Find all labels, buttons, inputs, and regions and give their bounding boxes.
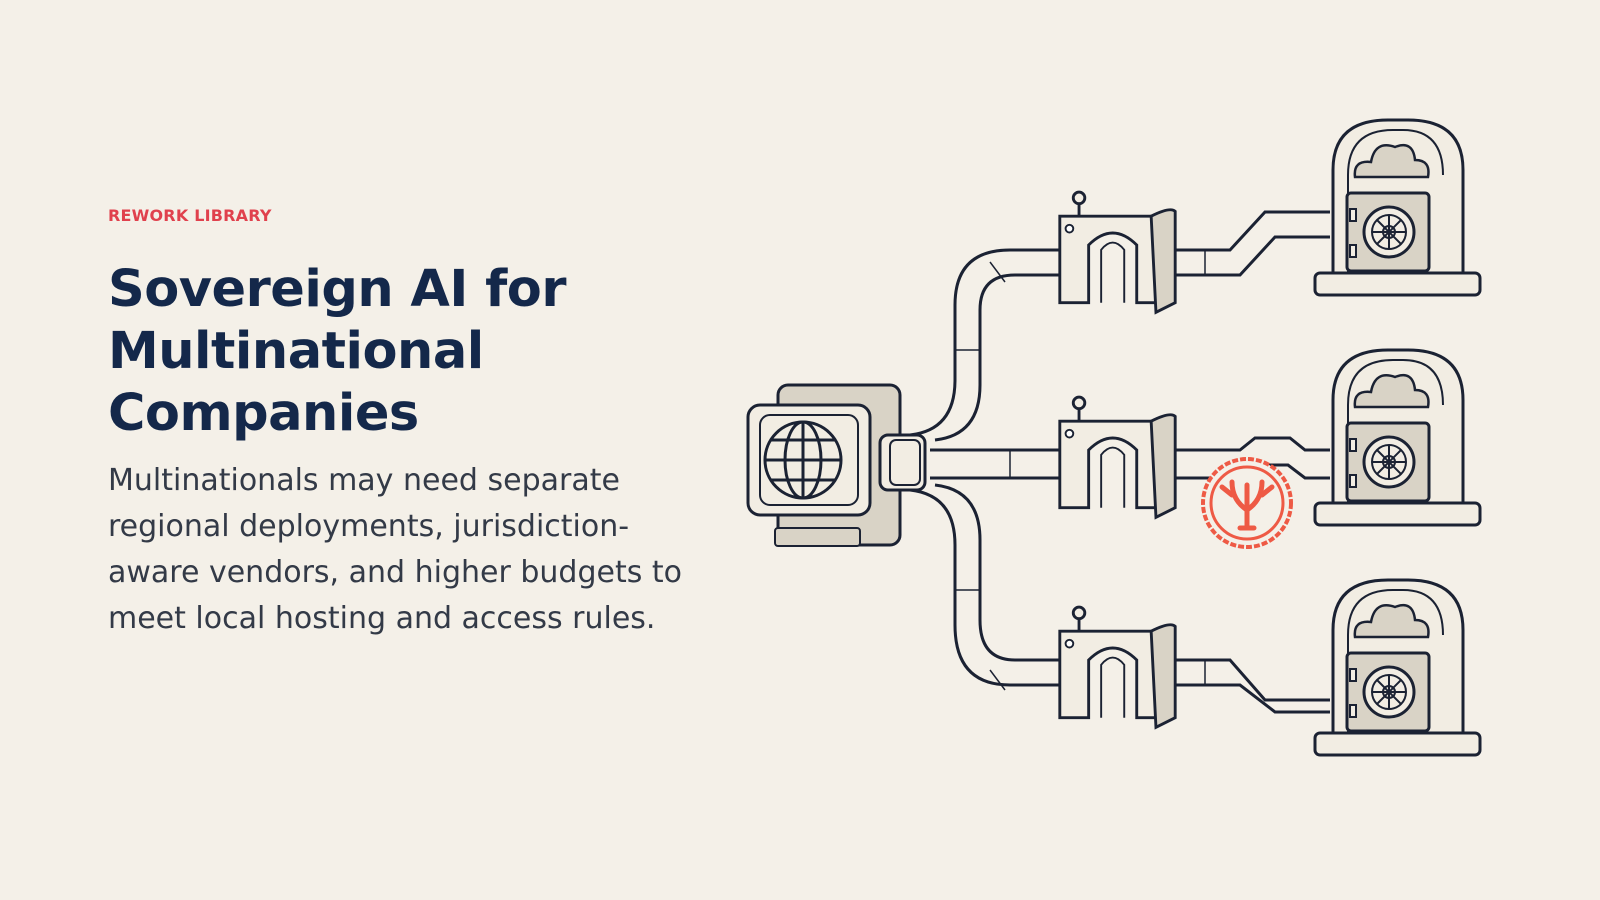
arch-gateway-icon: [1057, 395, 1178, 520]
globe-hub: [746, 383, 927, 547]
coral-seal-icon: [1201, 457, 1293, 549]
eyebrow-label: REWORK LIBRARY: [108, 206, 272, 225]
body-text: Multinationals may need separate regiona…: [108, 463, 682, 636]
cloud-vault-icon: [1313, 348, 1482, 527]
cloud-vault-icon: [1313, 118, 1482, 297]
cloud-vault-icon: [1313, 578, 1482, 757]
arch-gateway-icon: [1057, 190, 1178, 315]
arch-gateway-icon: [1057, 605, 1178, 730]
network-illustration: [746, 118, 1482, 757]
globe-icon: [763, 420, 843, 500]
page-title: Sovereign AI for Multinational Companies: [108, 260, 566, 443]
